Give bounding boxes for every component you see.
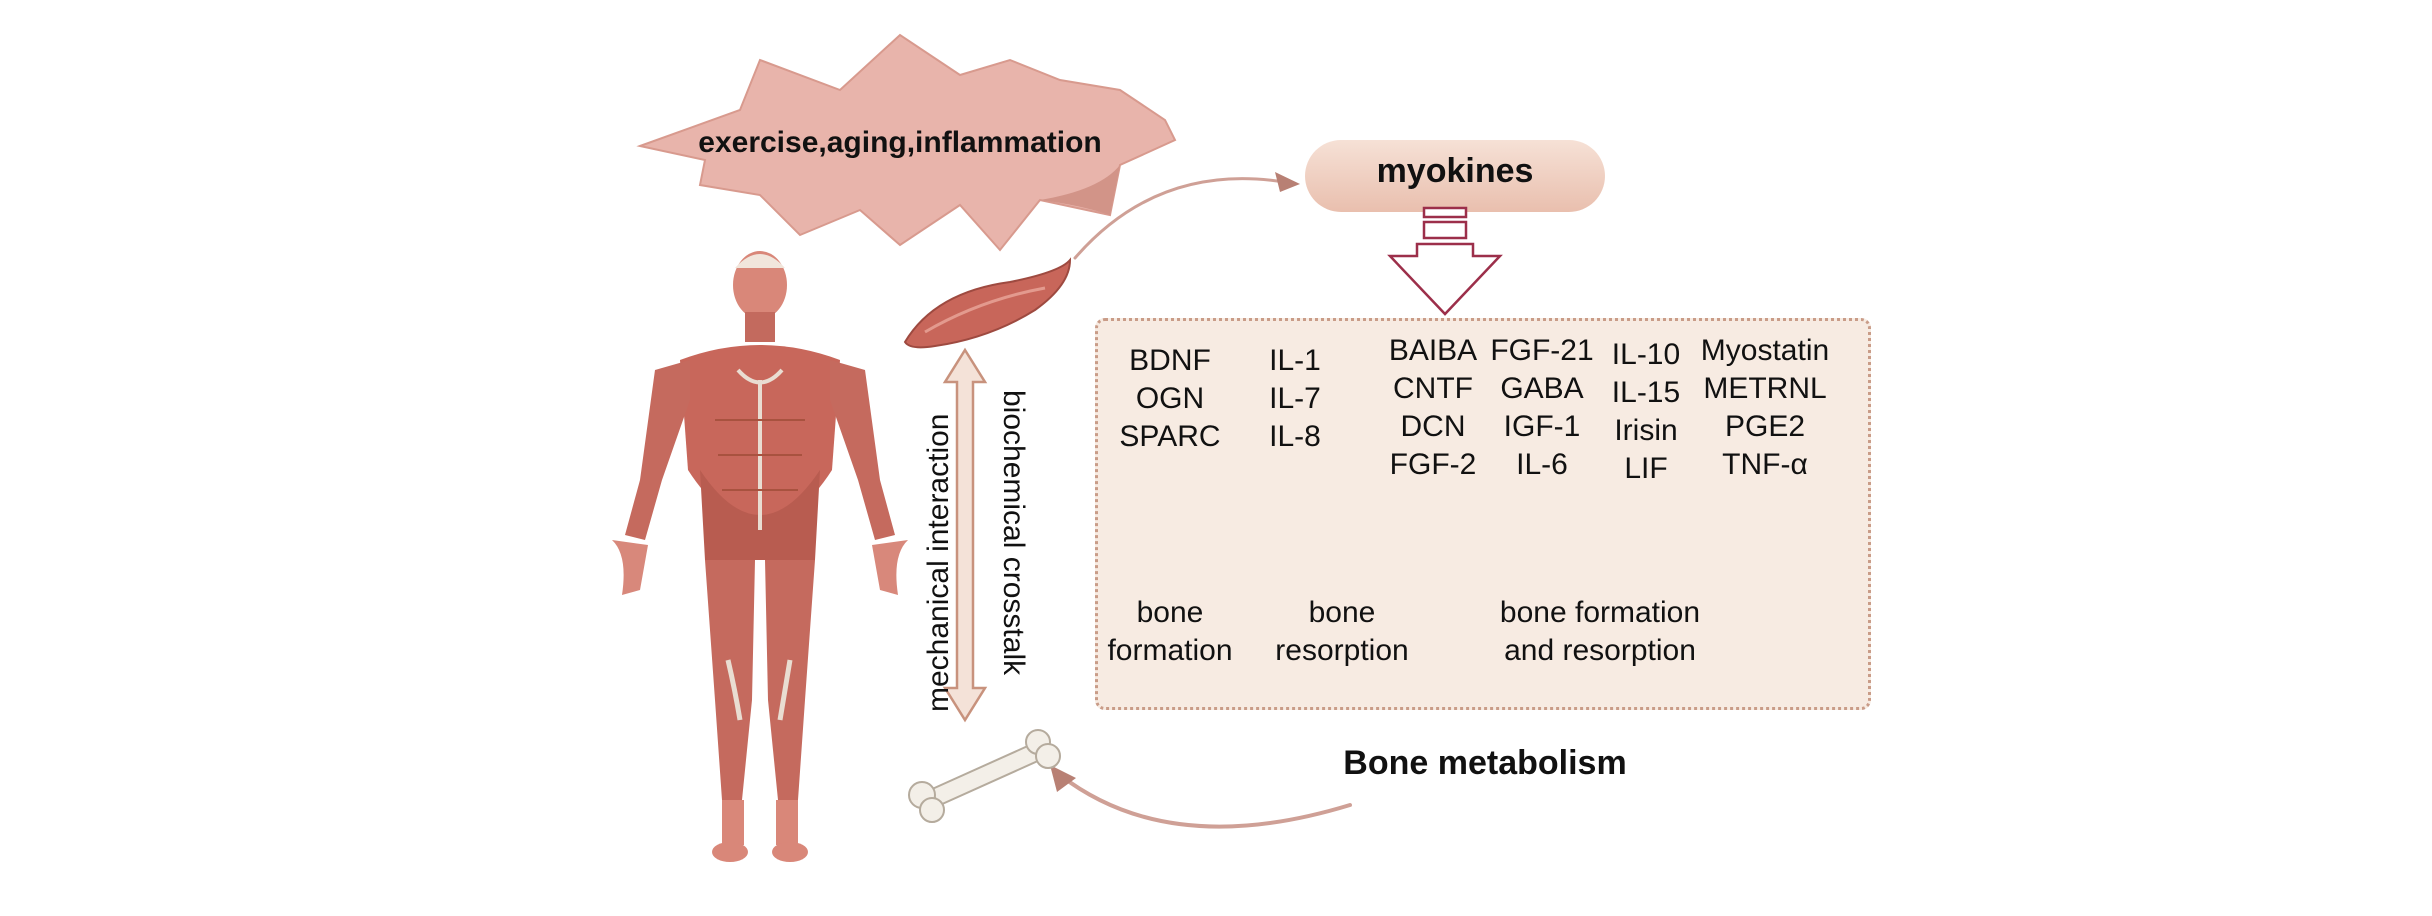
effect-line: bone bbox=[1308, 596, 1376, 629]
myokine-group-formation: BDNF OGN SPARC bbox=[1110, 342, 1230, 456]
myokine-item: Myostatin bbox=[1700, 334, 1830, 367]
myokine-group-both-c: IL-10 IL-15 Irisin LIF bbox=[1603, 336, 1689, 488]
effect-line: bone bbox=[1136, 596, 1204, 629]
curve-arrow-head-bottom bbox=[1050, 765, 1076, 792]
myokine-group-both-d: Myostatin METRNL PGE2 TNF-α bbox=[1690, 332, 1840, 484]
myokines-pill bbox=[1305, 140, 1605, 212]
myokine-group-both-a: BAIBA CNTF DCN FGF-2 bbox=[1383, 332, 1483, 484]
myokine-item: FGF-2 bbox=[1389, 448, 1477, 481]
bone-illustration bbox=[908, 729, 1061, 823]
myokine-item: IGF-1 bbox=[1503, 410, 1581, 443]
myokine-item: Irisin bbox=[1614, 414, 1678, 447]
myokine-item: CNTF bbox=[1393, 372, 1473, 405]
effect-line: and resorption bbox=[1504, 634, 1696, 667]
myokine-item: IL-8 bbox=[1269, 420, 1321, 453]
myokine-item: IL-1 bbox=[1269, 344, 1321, 377]
myokine-item: GABA bbox=[1500, 372, 1584, 405]
myokine-item: METRNL bbox=[1703, 372, 1827, 405]
curve-arrow-to-myokines bbox=[1073, 177, 1292, 260]
myokine-item: FGF-21 bbox=[1490, 334, 1594, 367]
effect-line: bone formation bbox=[1499, 596, 1701, 629]
effect-bone-formation-and-resorption: bone formation and resorption bbox=[1480, 594, 1720, 670]
myokine-item: OGN bbox=[1135, 382, 1205, 415]
myokine-item: IL-6 bbox=[1516, 448, 1568, 481]
myokine-item: TNF-α bbox=[1722, 448, 1808, 481]
trigger-label: exercise,aging,inflammation bbox=[698, 126, 1102, 159]
muscle-highlight bbox=[924, 286, 1046, 334]
myokine-item: IL-10 bbox=[1611, 338, 1681, 371]
hollow-down-arrow bbox=[1387, 206, 1503, 316]
myokine-group-resorption: IL-1 IL-7 IL-8 bbox=[1255, 342, 1335, 456]
myokine-item: IL-15 bbox=[1611, 376, 1681, 409]
effect-line: formation bbox=[1107, 634, 1233, 667]
myokine-box bbox=[1095, 318, 1871, 710]
myokine-item: IL-7 bbox=[1269, 382, 1321, 415]
myokine-item: DCN bbox=[1400, 410, 1466, 443]
myokine-item: SPARC bbox=[1119, 420, 1221, 453]
myokines-label: myokines bbox=[1376, 152, 1534, 190]
burst-shadow bbox=[1040, 165, 1120, 215]
effect-bone-resorption: bone resorption bbox=[1262, 594, 1422, 670]
effect-line: resorption bbox=[1275, 634, 1409, 667]
myokine-group-both-b: FGF-21 GABA IGF-1 IL-6 bbox=[1487, 332, 1597, 484]
human-figure bbox=[612, 251, 908, 862]
effect-bone-formation: bone formation bbox=[1100, 594, 1240, 670]
double-arrow bbox=[942, 347, 988, 723]
bone-metabolism-label: Bone metabolism bbox=[1343, 744, 1627, 782]
myokine-item: PGE2 bbox=[1724, 410, 1806, 443]
myokine-item: BAIBA bbox=[1388, 334, 1478, 367]
curve-arrow-head-top bbox=[1275, 172, 1300, 192]
mechanical-interaction-label: mechanical interaction bbox=[922, 413, 955, 713]
myokine-item: BDNF bbox=[1129, 344, 1211, 377]
myokine-item: LIF bbox=[1624, 452, 1668, 485]
curve-arrow-to-bone bbox=[1058, 773, 1352, 829]
biochemical-crosstalk-label: biochemical crosstalk bbox=[997, 390, 1030, 676]
